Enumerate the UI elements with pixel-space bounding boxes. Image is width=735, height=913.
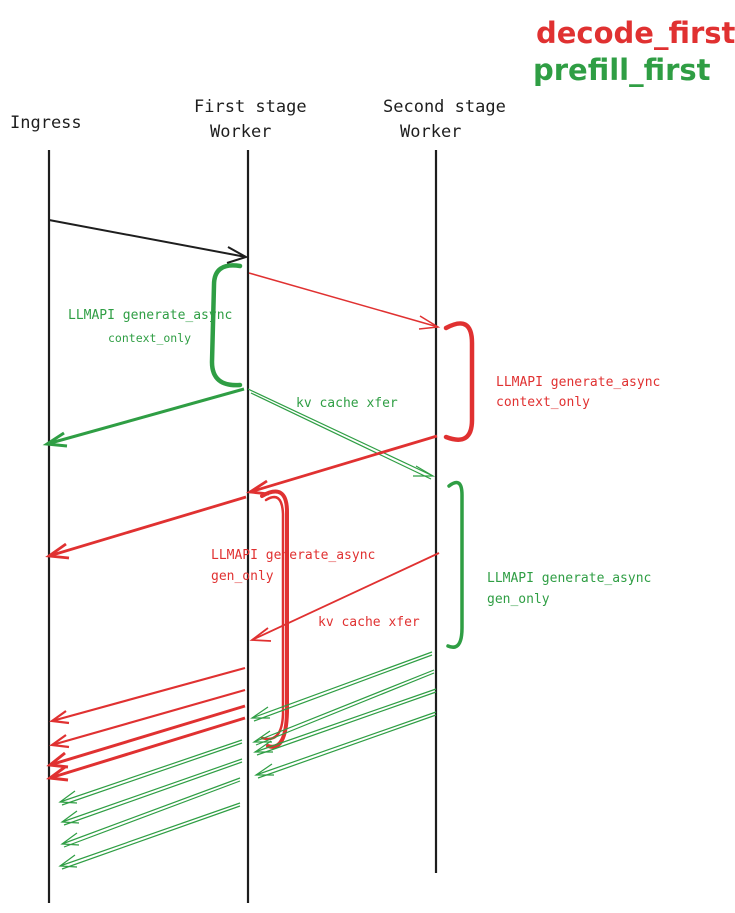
lane-second-stage-header-worker: Worker: [400, 122, 461, 142]
arrow-request-ingress-to-first: [48, 219, 249, 264]
label-prefill-context-api: LLMAPI generate_async: [68, 308, 232, 323]
arrow-decode-first-to-ingress: [45, 495, 247, 560]
legend-decode-first: decode_first: [536, 16, 735, 50]
arrow-decode-second-to-first: [245, 434, 438, 496]
lane-second-stage-header: Second stage: [383, 97, 506, 117]
arrow-decode-first-to-second: [248, 272, 441, 330]
label-prefill-gen-only: gen_only: [487, 592, 550, 607]
lane-ingress-header: Ingress: [10, 113, 82, 133]
brace-decode-context-only: [443, 321, 475, 442]
brace-decode-gen-only-inner: [260, 495, 285, 741]
brace-prefill-gen-only: [446, 480, 464, 649]
lane-first-stage-header-worker: Worker: [210, 122, 271, 142]
label-prefill-gen-api: LLMAPI generate_async: [487, 571, 651, 586]
arrow-prefill-kv-xfer: [247, 388, 436, 480]
brace-decode-gen-only: [260, 489, 289, 749]
label-decode-context-api: LLMAPI generate_async: [496, 375, 660, 390]
arrows-prefill-stream-first-to-ingress: [58, 739, 243, 870]
arrow-decode-kv-xfer: [249, 552, 440, 642]
label-prefill-context-only: context_only: [108, 331, 191, 345]
arrows-decode-stream-first-to-ingress: [46, 666, 246, 782]
lane-first-stage-header: First stage: [194, 97, 307, 117]
label-decode-context-only: context_only: [496, 395, 590, 410]
label-decode-gen-api: LLMAPI generate_async: [211, 548, 375, 563]
label-decode-gen-only: gen_only: [211, 569, 274, 584]
legend-prefill-first: prefill_first: [533, 53, 711, 87]
label-prefill-kv-xfer: kv cache xfer: [296, 396, 398, 411]
arrow-prefill-first-to-ingress: [42, 387, 245, 448]
brace-prefill-context-only: [209, 263, 243, 388]
arrows-prefill-stream-second-to-first: [250, 651, 437, 779]
label-decode-kv-xfer: kv cache xfer: [318, 615, 420, 630]
